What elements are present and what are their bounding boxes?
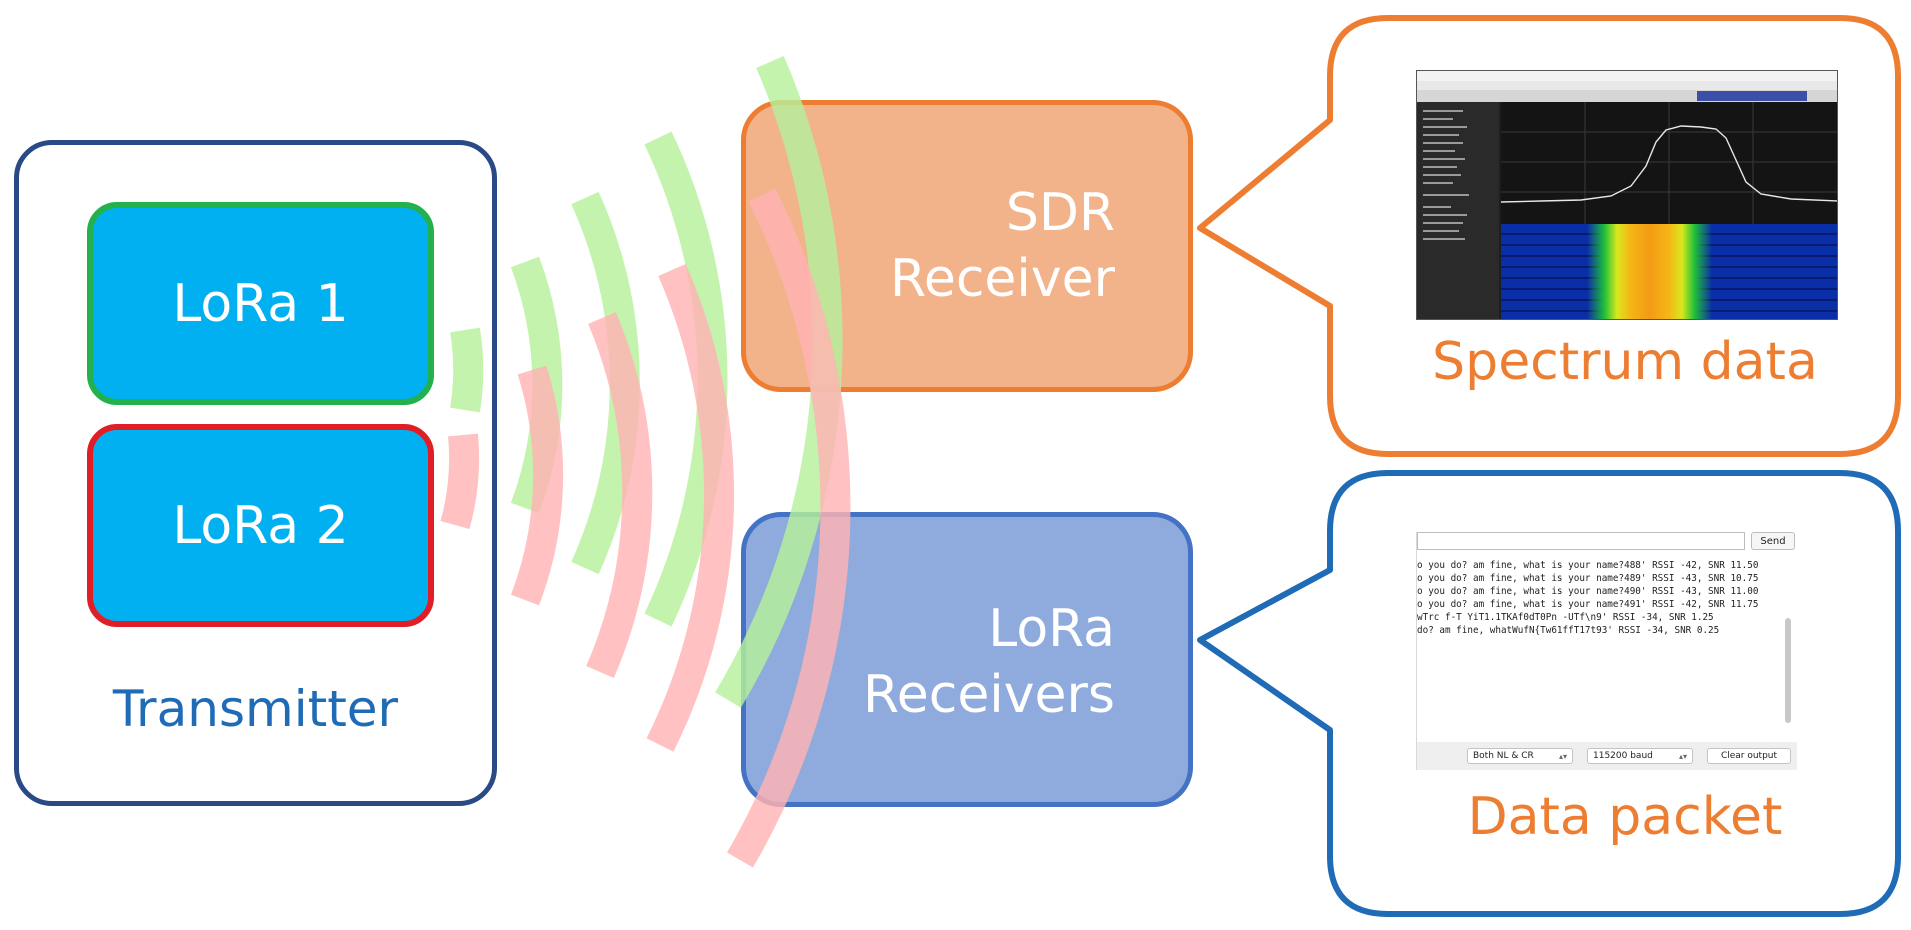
red-wave-arc-3 [586,312,653,678]
red-wave-arc-1 [440,433,480,530]
sdr-panel-row [1423,238,1465,240]
serial-line: do? am fine, whatWufN{Tw61ffT17t93' RSSI… [1417,625,1720,636]
red-wave-arc-4 [646,263,735,752]
sdr-app-menubar [1417,81,1837,90]
sdr-panel-row [1423,214,1467,216]
serial-input[interactable] [1417,532,1745,550]
lora-1-module: LoRa 1 [87,202,434,405]
select-chevron-icon: ▴▾ [1678,751,1687,761]
sdr-panel-row [1423,222,1463,224]
spectrum-trace-svg [1500,102,1837,224]
sdr-panel-row [1423,134,1459,136]
sdr-panel-row [1423,194,1469,196]
clear-output-button[interactable]: Clear output [1707,748,1791,764]
sdr-panel-row [1423,182,1453,184]
waterfall-signal-band [1587,224,1712,319]
sdr-receiver-label: SDR Receiver [760,180,1115,312]
serial-line: o you do? am fine, what is your name?490… [1417,586,1759,597]
sdr-panel-row [1423,158,1465,160]
green-wave-arc-1 [450,327,484,413]
red-wave-arc-5 [727,188,851,868]
sdr-label-line-2: Receiver [890,249,1115,309]
serial-line: o you do? am fine, what is your name?489… [1417,573,1759,584]
spectrum-plot [1500,102,1837,224]
sdr-panel-row [1423,230,1459,232]
lora-2-module: LoRa 2 [87,424,434,627]
sdr-panel-row [1423,174,1461,176]
spectrum-data-label: Spectrum data [1432,332,1818,392]
transmitter-label: Transmitter [112,680,399,738]
lora-2-label: LoRa 2 [172,495,349,556]
serial-output: o you do? am fine, what is your name?488… [1417,559,1781,637]
lora-1-label: LoRa 1 [172,273,349,334]
spectrum-grid [1501,102,1837,224]
spectrum-screenshot [1416,70,1838,320]
serial-line: wTrc f-T YiT1.1TKAf0dT0Pn -UTf\n9' RSSI … [1417,612,1714,623]
serial-line: o you do? am fine, what is your name?491… [1417,599,1759,610]
sdr-panel-row [1423,166,1457,168]
sdr-settings-panel [1417,102,1499,319]
data-packet-label: Data packet [1467,787,1783,847]
select-chevron-icon: ▴▾ [1558,751,1567,761]
sdr-panel-row [1423,150,1455,152]
serial-scrollbar[interactable] [1785,618,1791,723]
lora-rx-label-line-2: Receivers [862,665,1115,725]
red-wave-arc-2 [510,365,564,606]
lora-rx-label-line-1: LoRa [988,599,1115,659]
red-wave-arcs [440,188,851,868]
sdr-panel-row [1423,206,1451,208]
sdr-app-titlebar [1417,71,1837,81]
sdr-frequency-display [1697,91,1807,101]
sdr-panel-row [1423,118,1453,120]
line-ending-select[interactable]: Both NL & CR ▴▾ [1467,748,1573,764]
sdr-panel-row [1423,126,1467,128]
serial-line: o you do? am fine, what is your name?488… [1417,560,1759,571]
line-ending-value: Both NL & CR [1473,751,1534,761]
sdr-panel-row [1423,110,1463,112]
sdr-panel-row [1423,142,1463,144]
sdr-label-line-1: SDR [1005,183,1115,243]
send-button[interactable]: Send [1751,532,1795,550]
baud-rate-select[interactable]: 115200 baud ▴▾ [1587,748,1693,764]
serial-monitor-screenshot: Send o you do? am fine, what is your nam… [1416,532,1798,770]
lora-receivers-label: LoRa Receivers [760,596,1115,728]
baud-rate-value: 115200 baud [1593,751,1653,761]
